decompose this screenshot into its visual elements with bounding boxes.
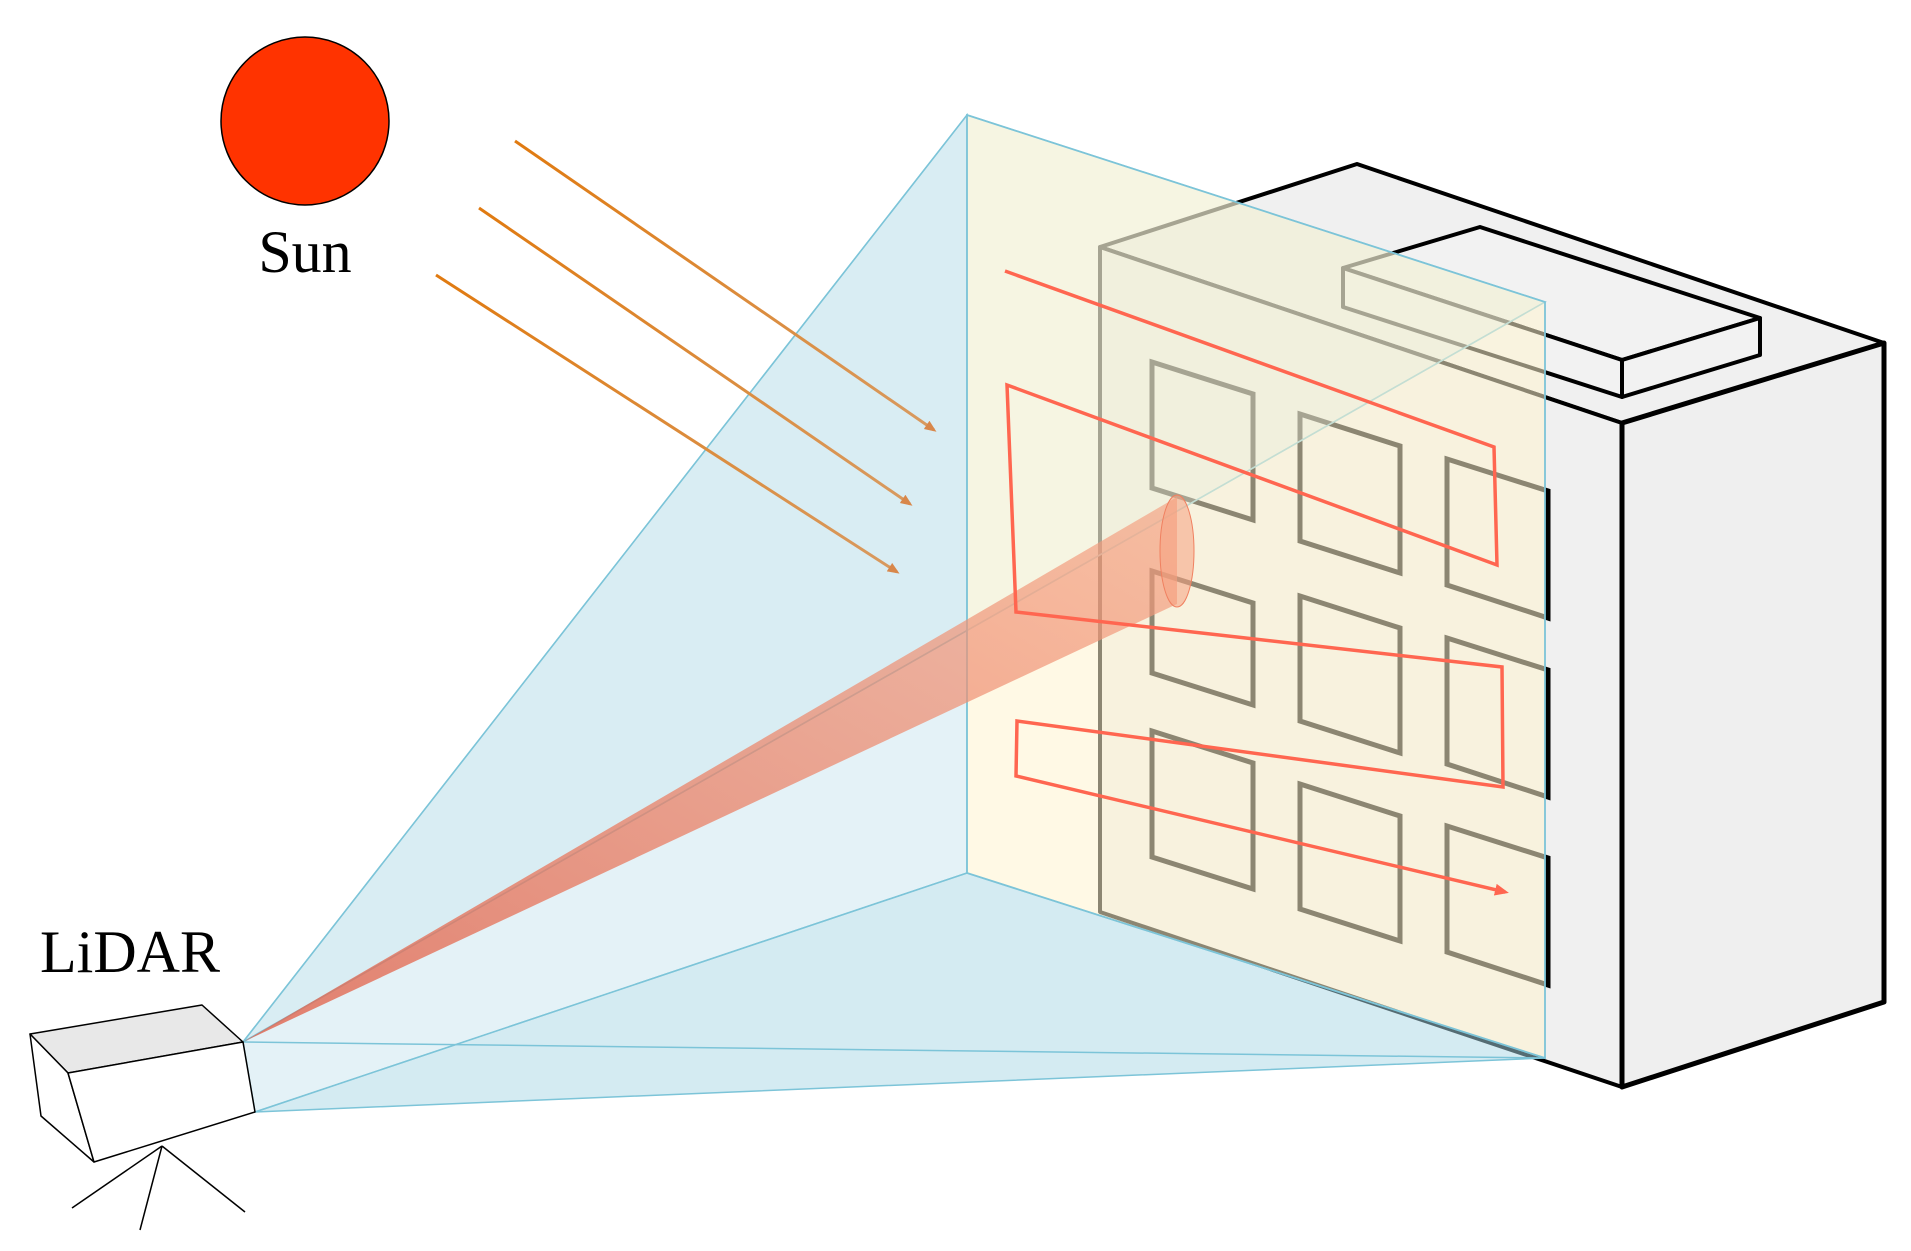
sun-ray-arrow [514,139,937,432]
laser-spot [1159,494,1195,608]
field-of-view [242,112,1547,1113]
tripod-leg [161,1145,246,1213]
lidar-label: LiDAR [40,919,220,985]
tripod-leg [71,1145,163,1209]
laser-beam [243,494,1195,1042]
sun-rays [435,139,937,574]
sun-icon [220,36,390,206]
fov-edge [242,1041,1546,1059]
sun-disc [220,36,390,206]
building-side-face [1619,340,1887,1090]
tripod-leg [139,1145,163,1231]
lidar-box-front [67,1041,256,1163]
lidar-device-icon [29,1004,256,1231]
laser-beam-cone [243,497,1177,1042]
sun-label: Sun [258,219,351,285]
scan-path [1004,269,1509,896]
rooftop-box-side [1620,316,1762,399]
sun-ray-arrow [435,273,900,574]
sun-ray-arrow [478,206,913,506]
